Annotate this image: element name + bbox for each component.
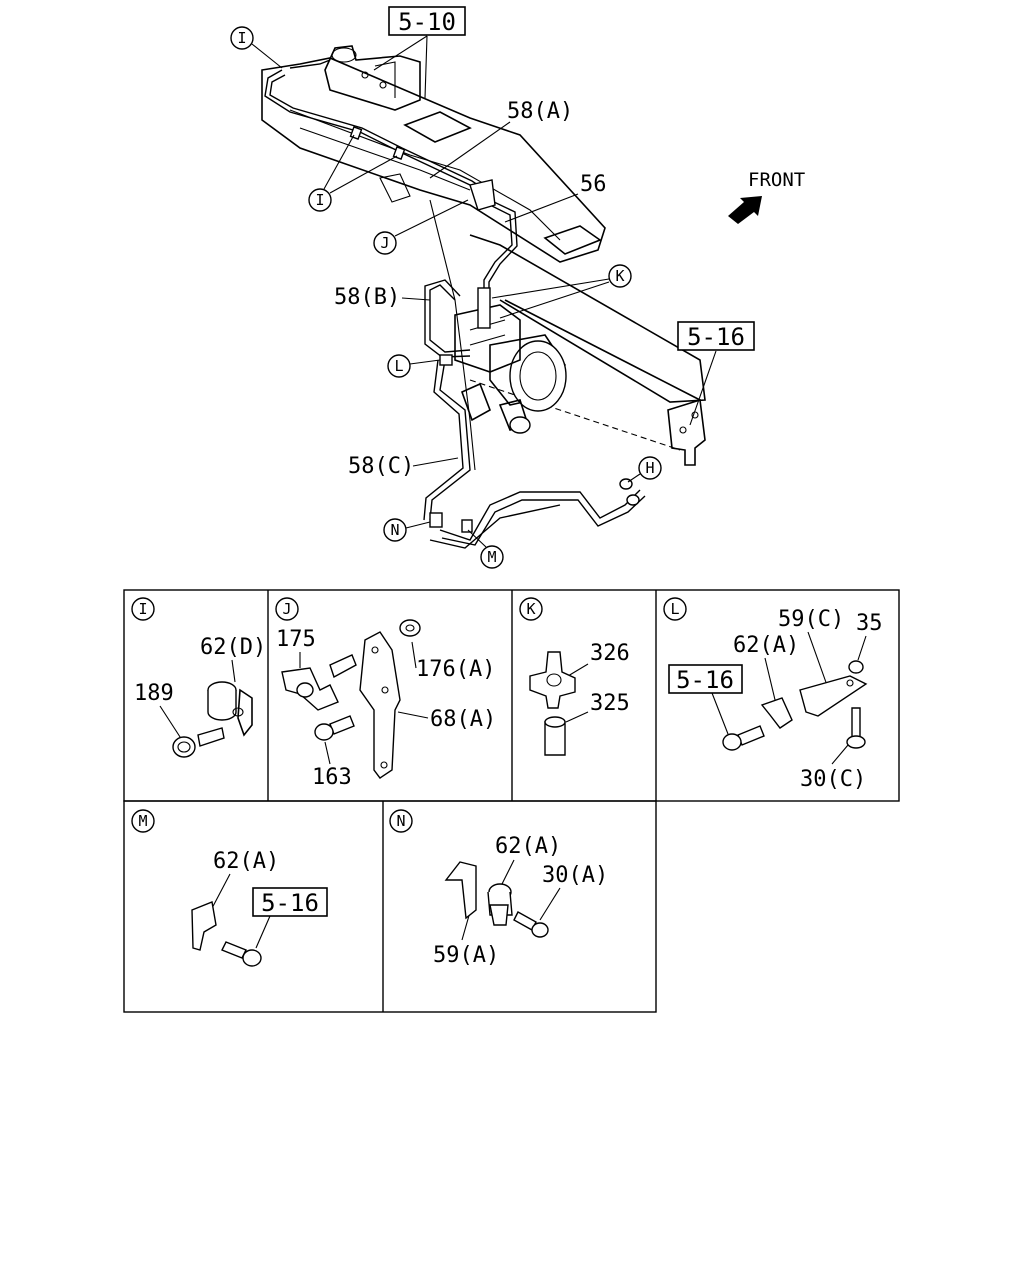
svg-text:58(B): 58(B)	[334, 285, 400, 310]
callout-H: H	[627, 456, 662, 483]
detail-panel-J: J 175 176(A) 68(A) 163	[275, 597, 496, 790]
svg-text:59(A): 59(A)	[433, 943, 499, 968]
side-bracket	[667, 398, 706, 466]
label-56: 56	[504, 172, 607, 223]
svg-text:J: J	[380, 234, 389, 252]
label-58c: 58(C)	[348, 454, 459, 479]
svg-text:5-16: 5-16	[676, 666, 734, 694]
svg-text:59(C): 59(C)	[778, 607, 844, 632]
front-indicator: FRONT	[728, 169, 805, 224]
ref-box-5-16-main: 5-16	[677, 321, 755, 426]
svg-text:68(A): 68(A)	[430, 707, 496, 732]
detail-panel-K: K 326 325	[519, 597, 630, 756]
main-illustration: 5-10 5-16 FRONT I I J	[230, 6, 805, 569]
svg-text:H: H	[645, 459, 654, 477]
svg-text:N: N	[396, 812, 405, 830]
detail-panel-N: N 62(A) 30(A) 59(A)	[389, 809, 608, 968]
svg-text:5-10: 5-10	[398, 8, 456, 36]
svg-text:K: K	[615, 267, 624, 285]
svg-text:58(A): 58(A)	[507, 99, 573, 124]
svg-text:M: M	[487, 548, 496, 566]
callout-I-mid: I	[308, 134, 398, 212]
svg-text:62(A): 62(A)	[213, 849, 279, 874]
svg-text:175: 175	[276, 627, 316, 652]
front-label: FRONT	[748, 169, 805, 191]
detail-panel-I: I 62(D) 189	[131, 597, 266, 758]
svg-text:N: N	[390, 521, 399, 539]
svg-text:J: J	[282, 600, 291, 618]
detail-panel-L: L 59(C) 35 62(A) 5-16 30(C)	[663, 597, 883, 792]
callout-N: N	[383, 518, 431, 542]
svg-text:K: K	[526, 600, 535, 618]
frame-rail-upper	[261, 57, 606, 263]
svg-text:30(C): 30(C)	[800, 767, 866, 792]
svg-text:L: L	[670, 600, 679, 618]
svg-text:163: 163	[312, 765, 352, 790]
svg-text:30(A): 30(A)	[542, 863, 608, 888]
svg-text:5-16: 5-16	[687, 323, 745, 351]
detail-panel-M: M 62(A) 5-16	[131, 809, 328, 967]
callout-L: L	[387, 354, 441, 378]
svg-text:62(A): 62(A)	[733, 633, 799, 658]
svg-text:58(C): 58(C)	[348, 454, 414, 479]
detail-grid	[123, 589, 900, 1013]
svg-text:I: I	[237, 29, 246, 47]
svg-text:62(A): 62(A)	[495, 834, 561, 859]
callout-M: M	[467, 529, 504, 569]
svg-text:176(A): 176(A)	[416, 657, 495, 682]
svg-text:I: I	[315, 191, 324, 209]
callout-J: J	[373, 199, 469, 255]
ref-box-5-10: 5-10	[373, 6, 466, 99]
callout-I-top: I	[230, 26, 283, 69]
svg-text:189: 189	[134, 681, 174, 706]
svg-text:I: I	[138, 600, 147, 618]
svg-text:56: 56	[580, 172, 607, 197]
label-58b: 58(B)	[334, 285, 431, 310]
svg-text:62(D): 62(D)	[200, 635, 266, 660]
svg-text:35: 35	[856, 611, 883, 636]
svg-text:326: 326	[590, 641, 630, 666]
frame-rail-lower	[429, 199, 706, 471]
front-arrow-icon	[728, 196, 762, 224]
svg-text:M: M	[138, 812, 147, 830]
svg-text:325: 325	[590, 691, 630, 716]
svg-text:5-16: 5-16	[261, 889, 319, 917]
upper-bracket	[324, 45, 421, 111]
modulator-unit	[454, 304, 567, 434]
label-58a: 58(A)	[429, 99, 573, 179]
callout-K: K	[491, 264, 632, 319]
svg-text:L: L	[394, 357, 403, 375]
